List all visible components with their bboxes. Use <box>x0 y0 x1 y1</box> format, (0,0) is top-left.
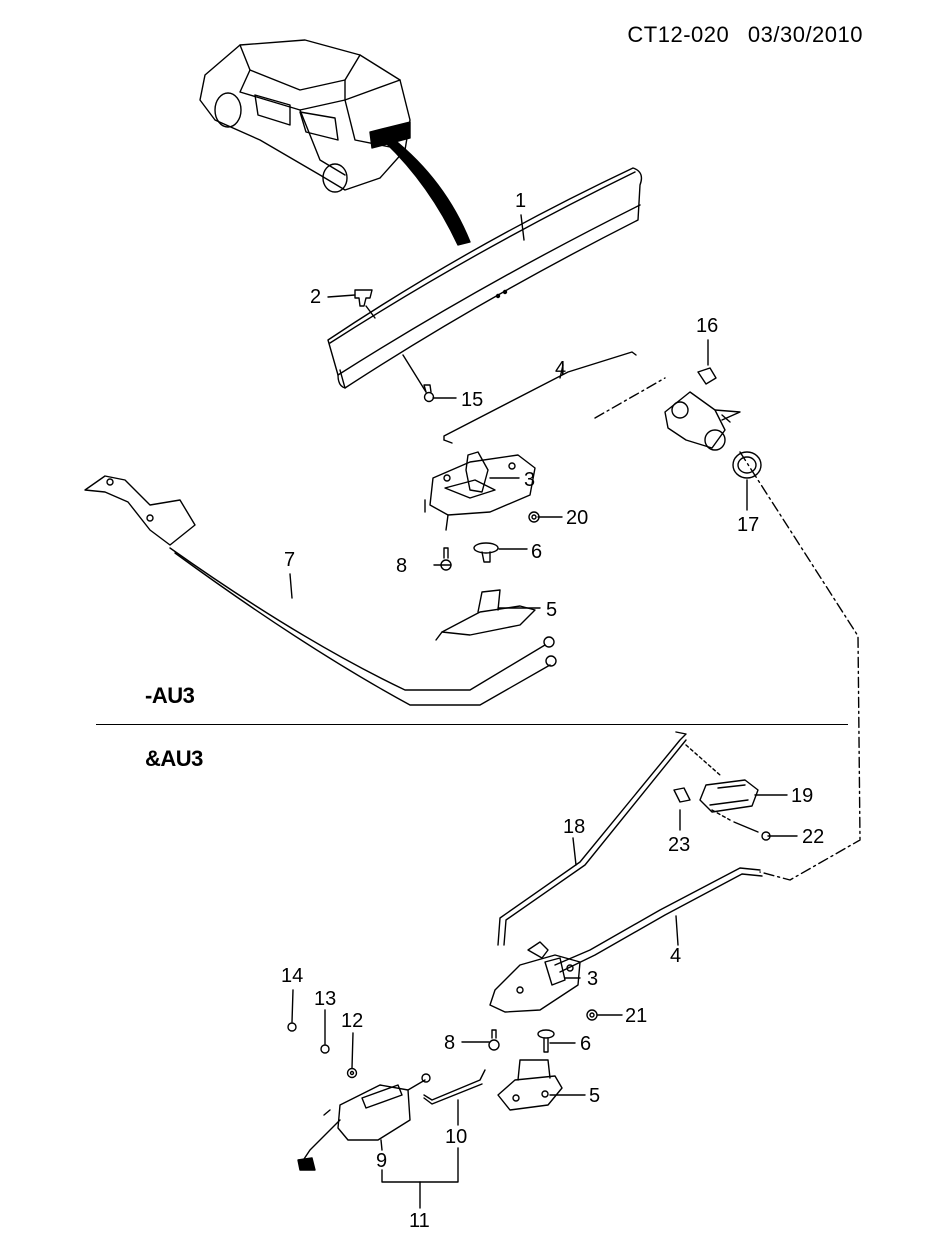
part-18-rod <box>497 731 687 946</box>
part-8-bolt-upper <box>440 547 452 571</box>
callout-8-upper: 8 <box>396 555 407 577</box>
part-12-fastener <box>346 1067 358 1079</box>
part-6-bumper-upper <box>473 542 499 563</box>
part-5-striker-upper <box>435 589 536 641</box>
diagram-date: 03/30/2010 <box>747 22 863 47</box>
callout-6-upper: 6 <box>531 541 542 563</box>
callout-1: 1 <box>515 190 526 212</box>
part-4-rod-lower <box>554 867 761 966</box>
callout-19: 19 <box>791 785 813 807</box>
part-4-rod-upper <box>443 351 637 441</box>
car-illustration <box>199 39 411 193</box>
callout-13: 13 <box>314 988 336 1010</box>
callout-21: 21 <box>625 1005 647 1027</box>
part-5-striker-lower <box>497 1059 563 1111</box>
part-8-bolt-lower <box>488 1029 500 1051</box>
callout-11: 11 <box>409 1210 430 1232</box>
part-17-gasket <box>732 451 762 479</box>
part-22-screw <box>733 821 771 841</box>
part-9-actuator <box>297 1073 431 1171</box>
callout-5-lower: 5 <box>589 1085 600 1107</box>
part-3-latch-upper <box>424 451 536 531</box>
lock-cylinder <box>664 391 741 451</box>
callout-23: 23 <box>668 834 690 856</box>
callout-labels: 1 2 15 4 16 17 3 20 8 6 5 7 18 19 23 22 … <box>281 190 824 1232</box>
part-10-rod <box>423 1069 486 1101</box>
callout-17: 17 <box>737 514 759 536</box>
part-21-nut <box>586 1009 598 1021</box>
callout-10: 10 <box>445 1126 467 1148</box>
callout-8-lower: 8 <box>444 1032 455 1054</box>
callout-12: 12 <box>341 1010 363 1032</box>
callout-22: 22 <box>802 826 824 848</box>
part-2-clip <box>354 289 373 307</box>
callout-3-lower: 3 <box>587 968 598 990</box>
callout-18: 18 <box>563 816 585 838</box>
part-6-bumper-lower <box>537 1029 555 1053</box>
part-14-fastener <box>287 1022 297 1032</box>
part-13-fastener <box>320 1044 330 1054</box>
section-divider <box>96 724 848 725</box>
part-19-handle <box>699 779 759 813</box>
diagram-code: CT12-020 <box>627 22 730 47</box>
callout-4-upper: 4 <box>555 358 566 380</box>
callout-7: 7 <box>284 549 295 571</box>
callout-14: 14 <box>281 965 303 987</box>
part-7-hinge-cable <box>84 475 557 706</box>
part-3-latch-lower <box>489 941 581 1013</box>
part-1-trim-molding <box>327 167 643 389</box>
callout-2: 2 <box>310 286 321 308</box>
location-arrow <box>384 137 471 246</box>
callout-5-upper: 5 <box>546 599 557 621</box>
variant-label-lower: &AU3 <box>145 746 203 771</box>
callout-6-lower: 6 <box>580 1033 591 1055</box>
variant-label-upper: -AU3 <box>145 683 195 708</box>
part-23-clip <box>673 787 691 803</box>
part-15-screw <box>423 384 435 403</box>
part-16-nut <box>697 367 717 385</box>
callout-20: 20 <box>566 507 588 529</box>
callout-16: 16 <box>696 315 718 337</box>
callout-4-lower: 4 <box>670 945 681 967</box>
callout-3-upper: 3 <box>524 469 535 491</box>
callout-9: 9 <box>376 1150 387 1172</box>
callout-15: 15 <box>461 389 483 411</box>
diagram-header: CT12-020 03/30/2010 <box>627 22 863 48</box>
